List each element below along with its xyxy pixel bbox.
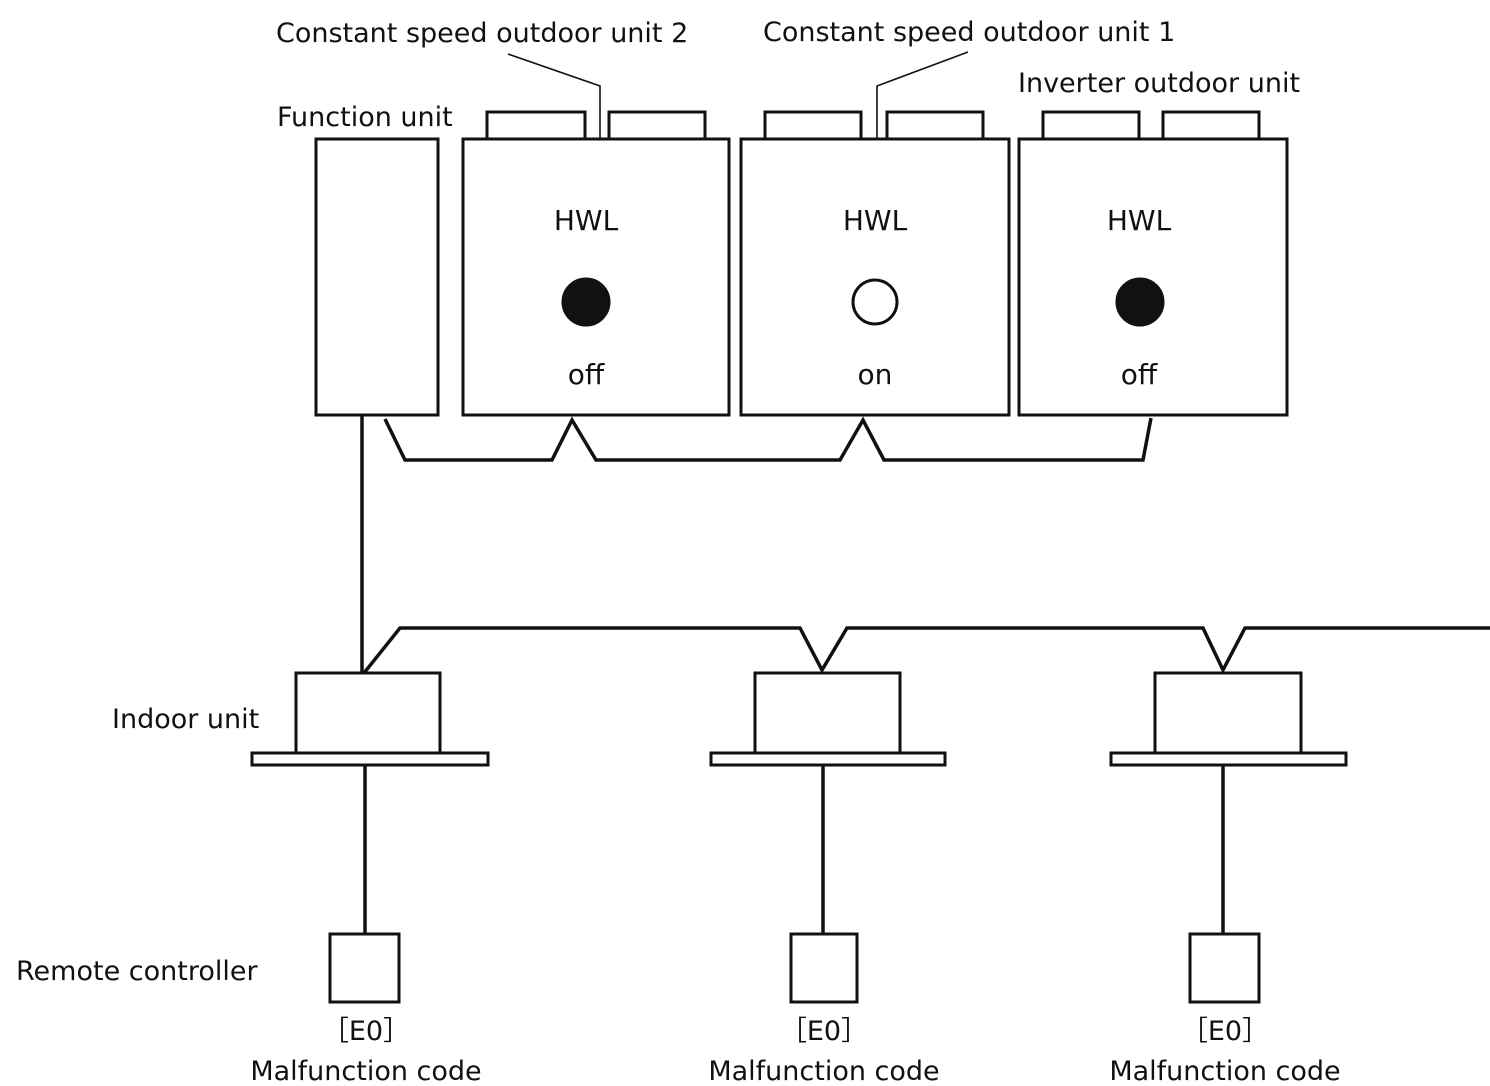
remote-controller-label: Remote controller [16,956,258,987]
malfunction-code-caption: Malfunction code [250,1056,481,1086]
fan-housing [485,110,587,141]
outdoor-unit-constant-1: HWL on [739,110,1011,417]
indoor-unit-panel [709,751,947,767]
remote-display-code: ［E0］ [780,1016,868,1047]
constant-speed-unit-1-label: Constant speed outdoor unit 1 [763,17,1175,48]
inverter-unit-label: Inverter outdoor unit [1018,68,1300,99]
remote-display-code: ［E0］ [1181,1016,1269,1047]
remote-controller [1188,932,1261,1004]
indoor-unit-body [294,671,442,755]
constant-speed-unit-2-label: Constant speed outdoor unit 2 [276,18,688,49]
malfunction-code-caption: Malfunction code [1109,1056,1340,1086]
indoor-unit-2: ［E0］ Malfunction code [708,671,947,1086]
function-unit-box [314,137,440,417]
outdoor-unit-body [1017,137,1289,417]
indoor-unit-panel [1109,751,1348,767]
leader-line-unit-2 [507,53,601,138]
hwl-lamp-off [1115,277,1165,327]
fan-housing [1161,110,1261,141]
function-unit-label: Function unit [277,102,453,133]
lamp-state-text: off [568,358,605,391]
leader-line-unit-1 [876,51,969,138]
lamp-state-text: on [858,358,893,391]
indoor-unit-label: Indoor unit [112,704,259,735]
lamp-state-text: off [1121,358,1158,391]
outdoor-unit-body [739,137,1011,417]
outdoor-unit-constant-2: HWL off [461,110,731,417]
fan-housing [763,110,863,141]
fan-housing [885,110,985,141]
indoor-unit-3: ［E0］ Malfunction code [1109,671,1348,1086]
hwl-label: HWL [554,204,619,237]
hwl-label: HWL [1107,204,1172,237]
indoor-unit-1: ［E0］ Malfunction code [250,671,490,1086]
remote-display-code: ［E0］ [322,1016,410,1047]
indoor-unit-body [753,671,902,755]
remote-controller [789,932,859,1004]
hwl-label: HWL [843,204,908,237]
hwl-lamp-off [561,277,611,327]
outdoor-unit-inverter: HWL off [1017,110,1289,417]
fan-housing [1041,110,1141,141]
indoor-unit-body [1153,671,1303,755]
outdoor-unit-body [461,137,731,417]
indoor-unit-panel [250,751,490,767]
hwl-lamp-on [851,278,899,326]
malfunction-code-caption: Malfunction code [708,1056,939,1086]
remote-controller [328,932,401,1004]
fan-housing [607,110,707,141]
outdoor-connection-wiring [383,416,1153,462]
indoor-connection-wiring [362,626,1490,675]
